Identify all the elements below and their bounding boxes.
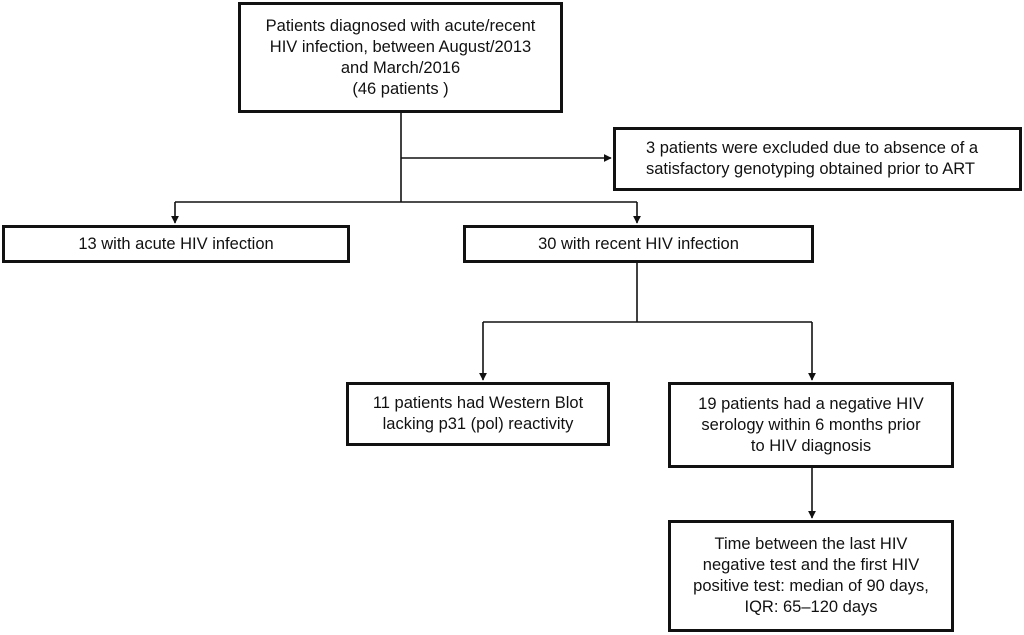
root-line-4: (46 patients ) (352, 79, 449, 98)
western-blot-line-1: 11 patients had Western Blot (372, 394, 584, 412)
western-blot-box: 11 patients had Western Blot lacking p31… (346, 382, 610, 446)
time-between-line-4: IQR: 65–120 days (744, 598, 878, 616)
western-blot-line-2: lacking p31 (pol) reactivity (382, 415, 574, 433)
acute-infection-box: 13 with acute HIV infection (2, 225, 350, 263)
root-line-1: Patients diagnosed with acute/recent (265, 16, 536, 35)
acute-line-1: 13 with acute HIV infection (78, 234, 274, 253)
negative-serology-box: 19 patients had a negative HIV serology … (668, 382, 954, 468)
root-line-2: HIV infection, between August/2013 (269, 37, 532, 56)
root-line-3: and March/2016 (340, 58, 461, 77)
time-between-line-2: negative test and the first HIV (702, 556, 920, 574)
excluded-line-2: satisfactory genotyping obtained prior t… (646, 160, 975, 178)
excluded-line-1: 3 patients were excluded due to absence … (646, 139, 979, 157)
root-patients-box: Patients diagnosed with acute/recent HIV… (238, 2, 563, 113)
excluded-patients-box: 3 patients were excluded due to absence … (613, 127, 1022, 191)
recent-line-1: 30 with recent HIV infection (538, 234, 739, 253)
negative-serology-line-1: 19 patients had a negative HIV (698, 394, 924, 413)
time-between-line-1: Time between the last HIV (714, 535, 908, 553)
time-between-line-3: positive test: median of 90 days, (693, 577, 929, 595)
recent-infection-box: 30 with recent HIV infection (463, 225, 814, 263)
time-between-tests-box: Time between the last HIV negative test … (668, 520, 954, 632)
negative-serology-line-2: serology within 6 months prior (701, 415, 921, 434)
negative-serology-line-3: to HIV diagnosis (750, 436, 872, 455)
